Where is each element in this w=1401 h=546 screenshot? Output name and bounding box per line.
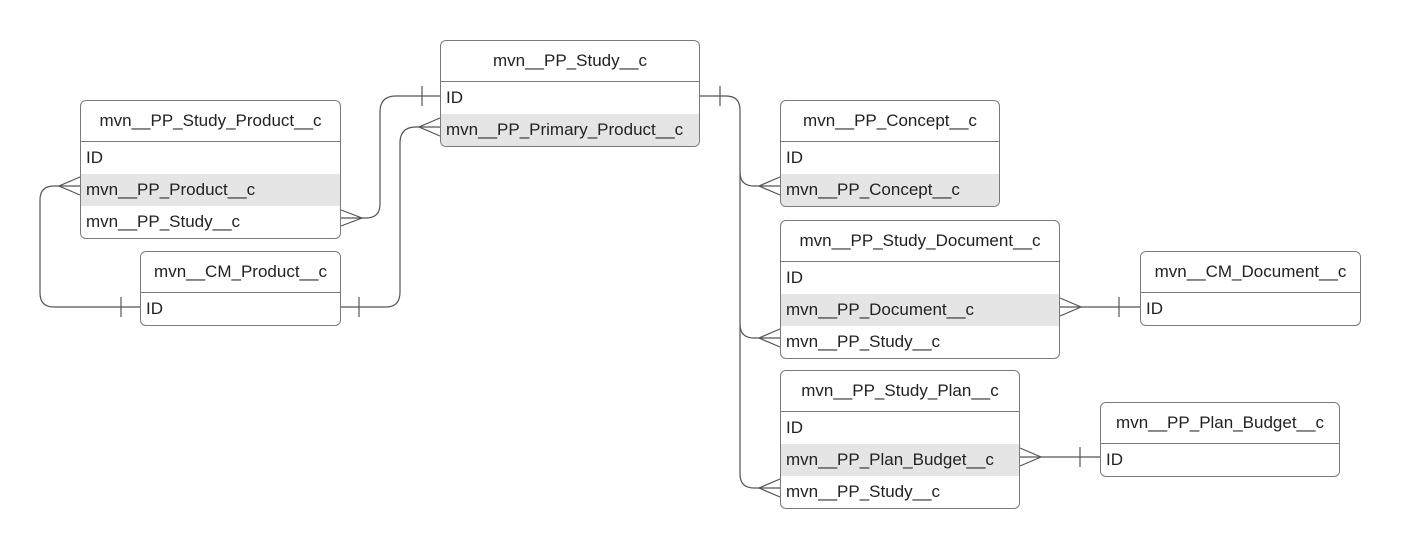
entity-title: mvn__PP_Plan_Budget__c bbox=[1101, 403, 1339, 444]
field-id: ID bbox=[1106, 450, 1123, 469]
field-id: ID bbox=[146, 299, 163, 318]
rel-study-to-cm-product bbox=[341, 126, 440, 308]
field-id: ID bbox=[86, 148, 103, 167]
field-id: ID bbox=[786, 148, 803, 167]
field-id: ID bbox=[786, 268, 803, 287]
many-marker bbox=[757, 478, 781, 498]
entity-title: mvn__PP_Study__c bbox=[441, 41, 699, 82]
entity-title: mvn__CM_Product__c bbox=[141, 252, 340, 293]
rel-study-product-to-cm-product bbox=[39, 185, 140, 308]
many-marker bbox=[57, 176, 81, 196]
field-product: mvn__PP_Product__c bbox=[81, 174, 340, 206]
entity-title: mvn__CM_Document__c bbox=[1141, 252, 1360, 293]
field-plan-budget: mvn__PP_Plan_Budget__c bbox=[781, 444, 1019, 476]
entity-study-document[interactable]: mvn__PP_Study_Document__c ID mvn__PP_Doc… bbox=[780, 220, 1060, 359]
entity-study-plan[interactable]: mvn__PP_Study_Plan__c ID mvn__PP_Plan_Bu… bbox=[780, 370, 1020, 509]
many-marker bbox=[340, 209, 364, 227]
field-study: mvn__PP_Study__c bbox=[786, 332, 941, 351]
rel-study-to-children bbox=[700, 95, 780, 489]
rel-study-to-study-product bbox=[341, 95, 440, 219]
entity-study[interactable]: mvn__PP_Study__c ID mvn__PP_Primary_Prod… bbox=[440, 40, 700, 147]
many-marker bbox=[1019, 447, 1043, 467]
field-id: ID bbox=[786, 418, 803, 437]
entity-cm-product[interactable]: mvn__CM_Product__c ID bbox=[140, 251, 341, 326]
many-marker bbox=[757, 176, 781, 196]
entity-plan-budget[interactable]: mvn__PP_Plan_Budget__c ID bbox=[1100, 402, 1340, 477]
many-marker bbox=[417, 117, 441, 137]
entity-title: mvn__PP_Study_Product__c bbox=[81, 101, 340, 142]
field-study: mvn__PP_Study__c bbox=[786, 482, 941, 501]
field-primary-product: mvn__PP_Primary_Product__c bbox=[441, 114, 699, 146]
field-document: mvn__PP_Document__c bbox=[781, 294, 1059, 326]
many-marker bbox=[1059, 297, 1083, 317]
entity-title: mvn__PP_Study_Document__c bbox=[781, 221, 1059, 262]
entity-study-product[interactable]: mvn__PP_Study_Product__c ID mvn__PP_Prod… bbox=[80, 100, 341, 239]
entity-concept[interactable]: mvn__PP_Concept__c ID mvn__PP_Concept__c bbox=[780, 100, 1000, 207]
many-marker bbox=[757, 328, 781, 348]
field-id: ID bbox=[446, 88, 463, 107]
field-concept: mvn__PP_Concept__c bbox=[781, 174, 999, 206]
entity-title: mvn__PP_Study_Plan__c bbox=[781, 371, 1019, 412]
entity-title: mvn__PP_Concept__c bbox=[781, 101, 999, 142]
field-id: ID bbox=[1146, 299, 1163, 318]
entity-cm-document[interactable]: mvn__CM_Document__c ID bbox=[1140, 251, 1361, 326]
field-study: mvn__PP_Study__c bbox=[86, 212, 241, 231]
